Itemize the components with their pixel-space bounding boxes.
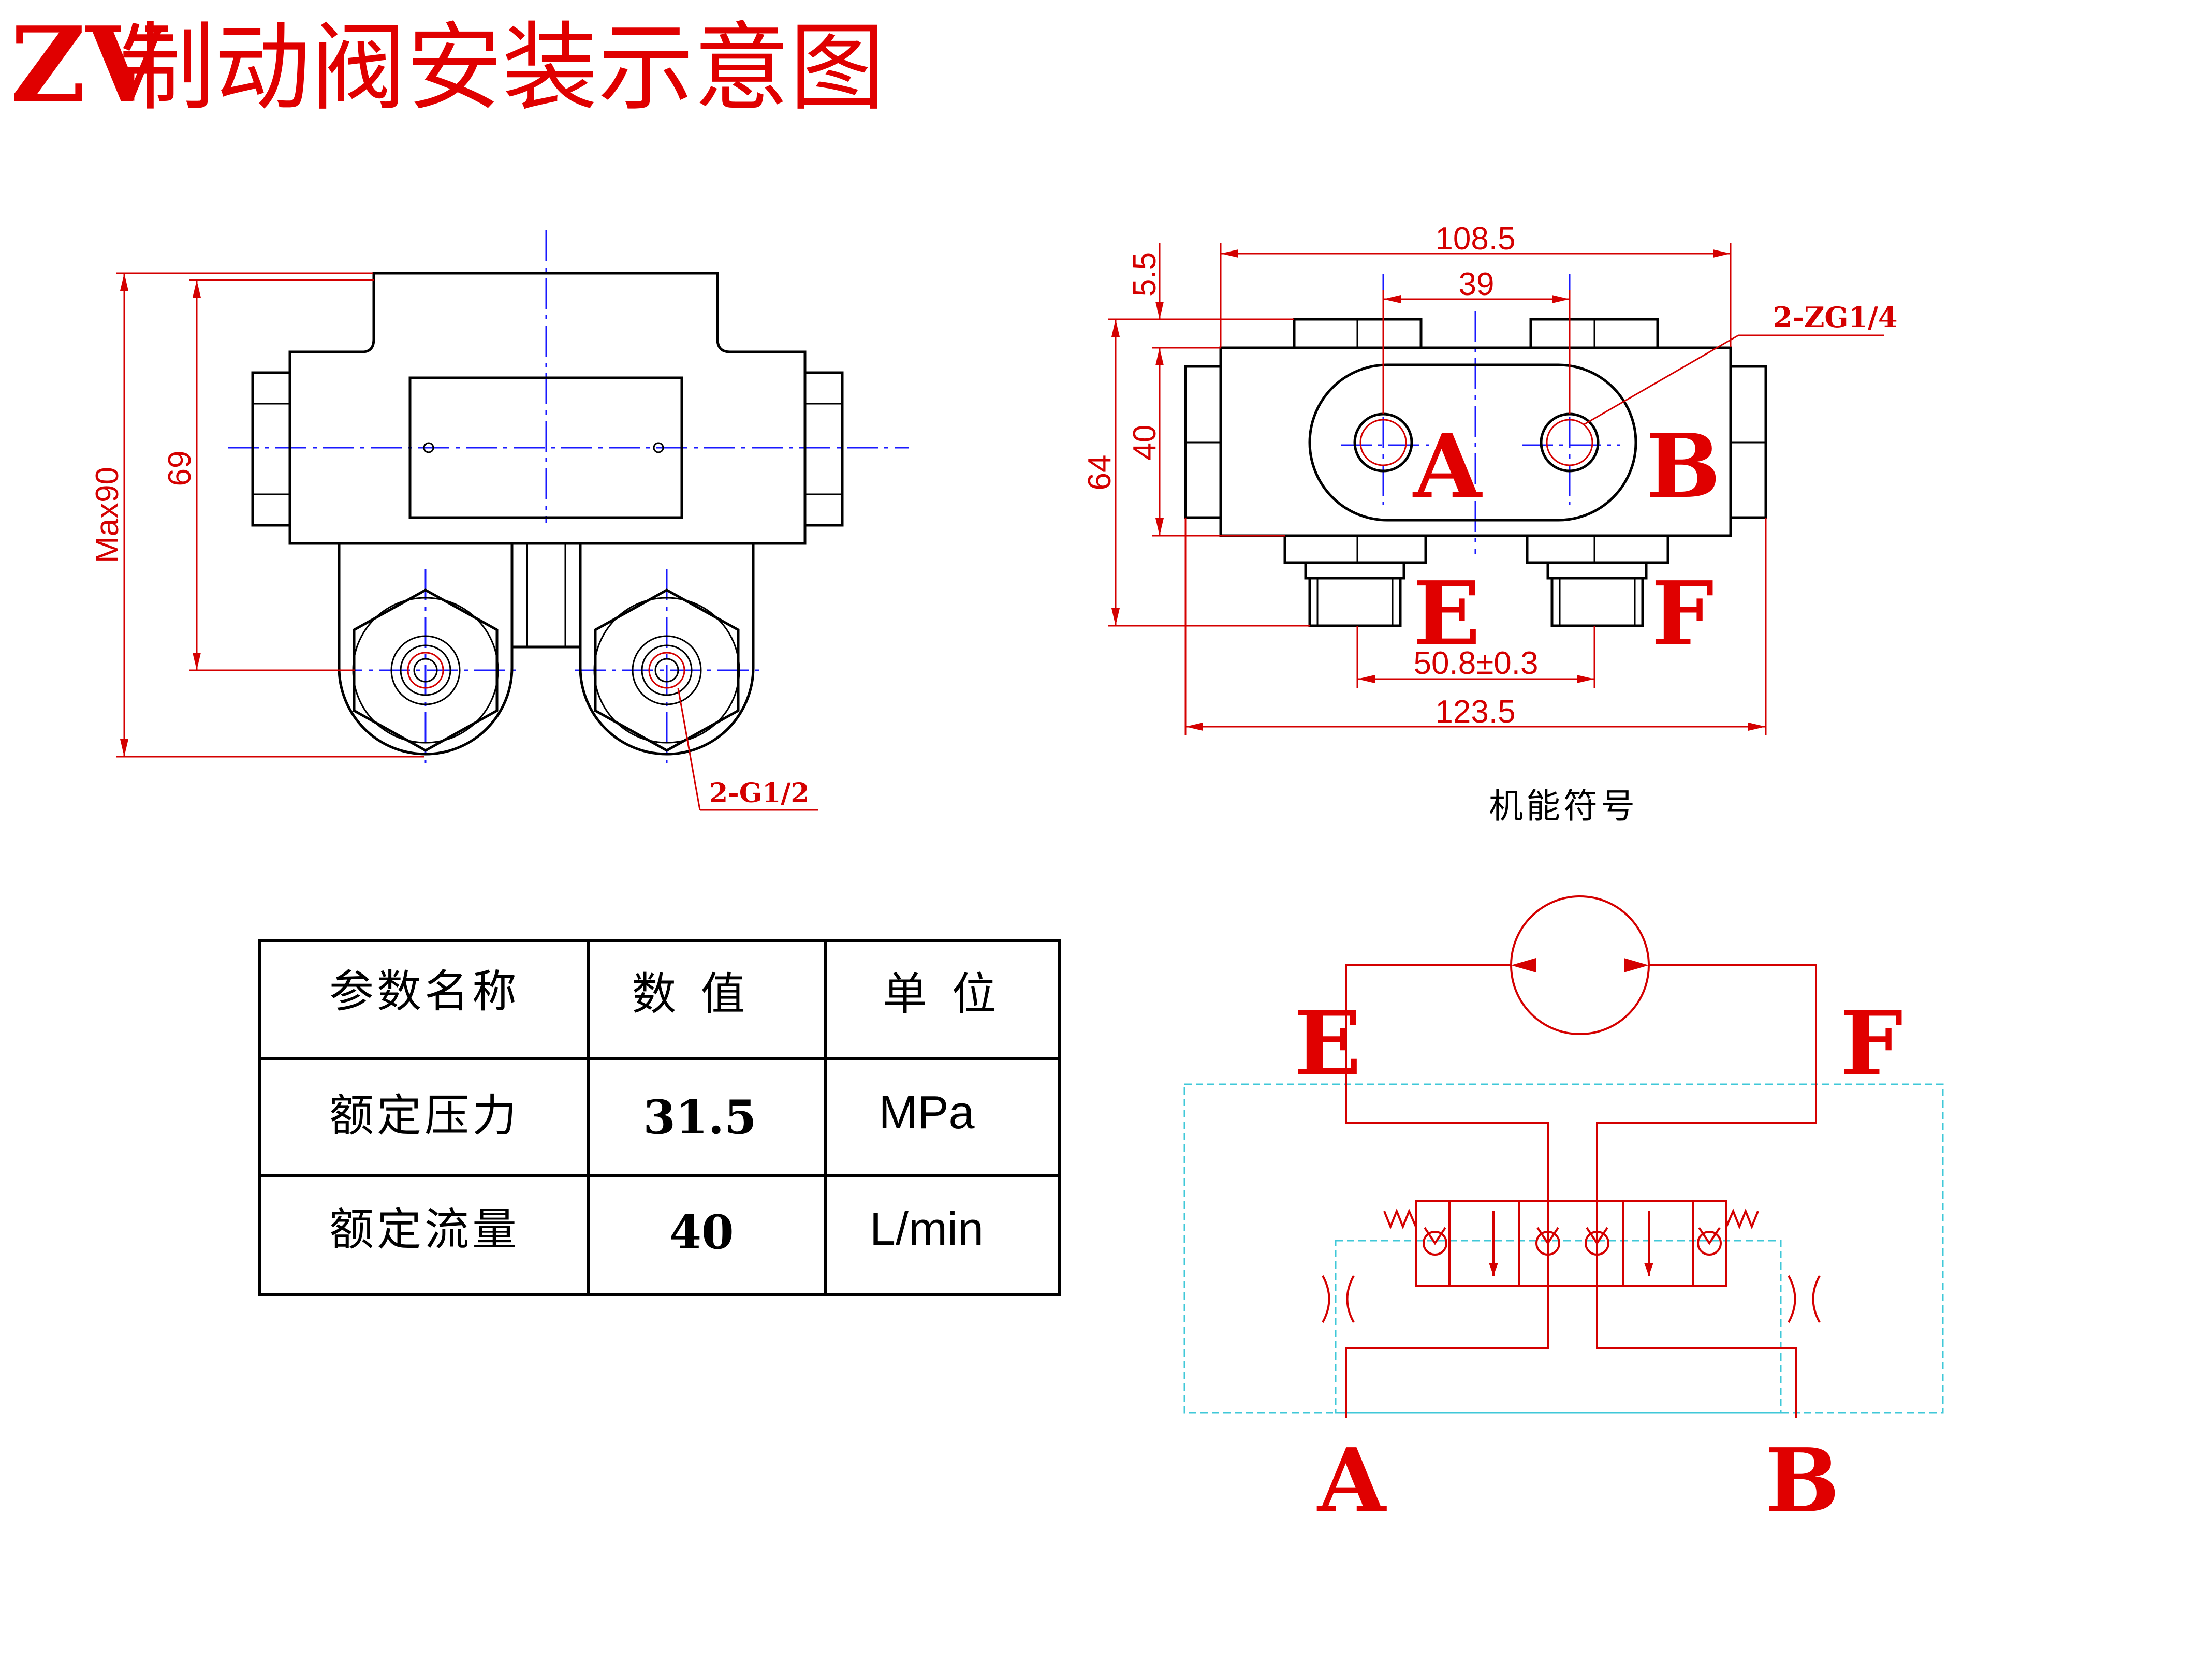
right-lug (579, 543, 755, 756)
parameter-table: 参数名称 数 值 单 位 额定压力 31.5 MPa 额定流量 40 L/min (258, 939, 1061, 1296)
right-fitting (803, 371, 844, 527)
dim-123-5: 123.5 (1435, 694, 1515, 730)
table-header-value: 数 值 (632, 968, 750, 1020)
table-row-flow-name: 额定流量 (329, 1204, 520, 1256)
title-main: 制动阀安装示意图 (119, 12, 885, 124)
side-port-a: A (1412, 415, 1483, 518)
right-hex-nut (594, 588, 740, 752)
title-prefix: ZV (10, 4, 168, 126)
dim-50-8: 50.8±0.3 (1414, 645, 1539, 681)
table-row-flow-unit: L/min (870, 1203, 984, 1255)
side-port-f: F (1651, 562, 1714, 666)
valve-body-outline (288, 272, 807, 545)
inner-boundary (1335, 1240, 1782, 1414)
left-fitting (251, 371, 291, 527)
left-lug (338, 543, 514, 756)
side-port-callout: 2-ZG1/4 (1773, 301, 1897, 334)
symbol-port-b: B (1765, 1429, 1840, 1532)
table-row-flow-value: 40 (669, 1205, 734, 1260)
table-row-pressure-unit: MPa (878, 1087, 975, 1139)
front-port-callout: 2-G1/2 (709, 777, 810, 809)
dim-max90: Max90 (90, 467, 125, 563)
side-port-b: B (1646, 415, 1721, 518)
oval-window (1308, 363, 1637, 522)
table-header-unit: 单 位 (883, 968, 1001, 1020)
dim-39: 39 (1459, 267, 1495, 302)
page-title: ZV 制动阀安装示意图 (10, 4, 885, 126)
hydraulic-symbol: E F A B (1183, 895, 1944, 1532)
symbol-port-f: F (1840, 992, 1903, 1095)
table-row-pressure-value: 31.5 (643, 1090, 756, 1145)
front-view: Max90 69 2-G1/2 (90, 230, 909, 811)
name-plate (408, 376, 683, 519)
valve-envelope (1415, 1200, 1727, 1287)
side-port-e: E (1413, 562, 1481, 666)
dim-5-5: 5.5 (1127, 252, 1163, 297)
symbol-port-a: A (1316, 1429, 1387, 1532)
side-view: 108.5 39 5.5 40 64 50.8±0.3 (1082, 221, 1897, 735)
outer-boundary (1183, 1083, 1944, 1414)
symbol-port-e: E (1294, 992, 1361, 1095)
table-header-name: 参数名称 (329, 966, 520, 1018)
symbol-caption: 机能符号 (1489, 786, 1638, 826)
table-row-pressure-name: 额定压力 (329, 1090, 520, 1142)
dim-69: 69 (162, 451, 198, 487)
dim-64: 64 (1082, 455, 1118, 491)
dim-40: 40 (1127, 425, 1163, 461)
dim-108-5: 108.5 (1435, 221, 1515, 257)
left-hex-nut (353, 588, 499, 752)
